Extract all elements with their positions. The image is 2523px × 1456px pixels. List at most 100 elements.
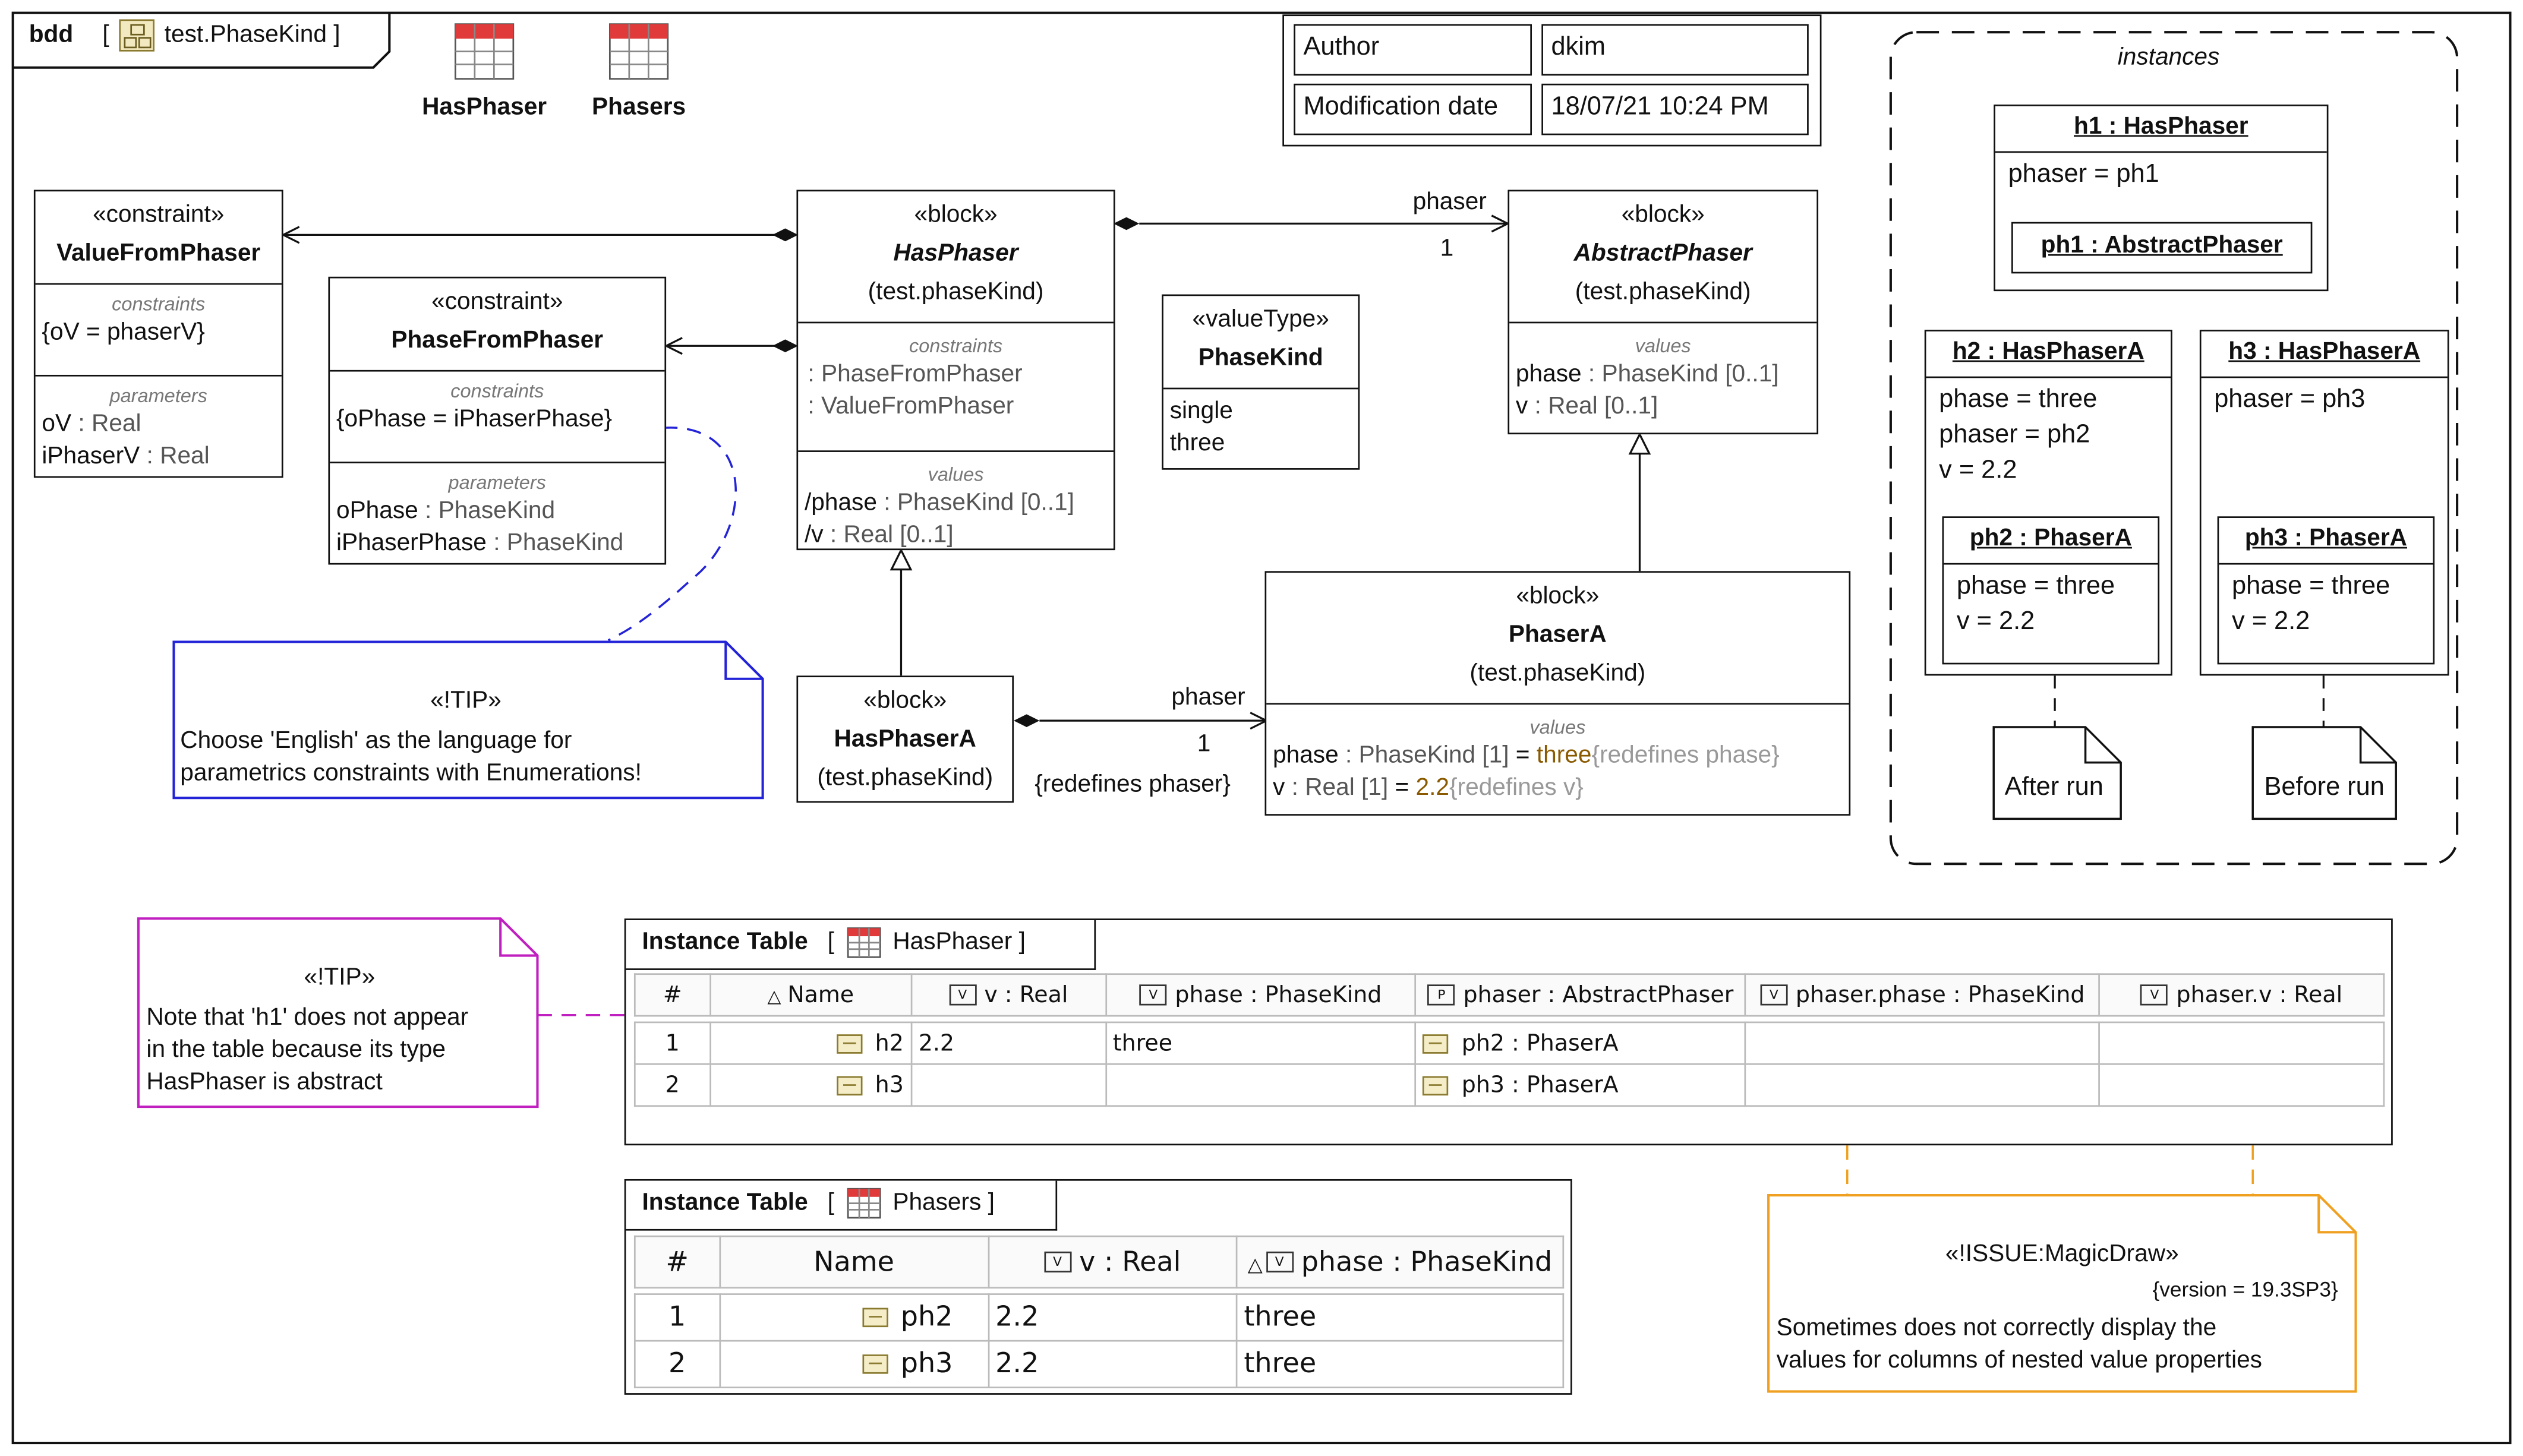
- assoc-role-phaser: phaser: [1412, 188, 1487, 216]
- nested-instance-ph3[interactable]: ph3 : PhaserA phase = three v = 2.2: [2217, 516, 2435, 665]
- table-cell[interactable]: 2.2: [987, 1293, 1238, 1342]
- frame-tab-border: [12, 12, 391, 69]
- value-property-icon: V: [2140, 984, 2168, 1006]
- part-property-icon: P: [1427, 984, 1455, 1006]
- constraint-valuefromphaser[interactable]: «constraint» ValueFromPhaser constraints…: [33, 189, 283, 478]
- nested-instance-ph2[interactable]: ph2 : PhaserA phase = three v = 2.2: [1942, 516, 2160, 665]
- table-cell[interactable]: 2: [633, 1340, 721, 1389]
- table-row: 1 h2 2.2 three ph2 : PhaserA: [633, 1021, 2385, 1065]
- table-cell[interactable]: 2.2: [910, 1021, 1106, 1065]
- block-phasera[interactable]: «block» PhaserA (test.phaseKind) values …: [1264, 571, 1851, 816]
- compartment-label: constraints: [450, 380, 544, 402]
- constraint-property: : PhaseFromPhaser: [808, 360, 1023, 388]
- table-cell[interactable]: ph3 : PhaserA: [1415, 1063, 1746, 1107]
- table-cell[interactable]: [2098, 1021, 2385, 1065]
- compartment-label: parameters: [109, 384, 207, 408]
- table-cell[interactable]: 1: [633, 1293, 721, 1342]
- instance-h1[interactable]: h1 : HasPhaser phaser = ph1 ph1 : Abstra…: [1994, 105, 2329, 292]
- table-icon-phasers[interactable]: Phasers: [566, 23, 711, 124]
- arrow-head-phaser: [1491, 214, 1510, 233]
- value-property-icon: V: [1266, 1251, 1294, 1273]
- composite-diamond-valuefromphaser: [772, 228, 799, 242]
- note-line: HasPhaser is abstract: [146, 1068, 383, 1096]
- table-row: 2 ph3 2.2 three: [633, 1340, 1565, 1389]
- tip2-note-shape: [137, 917, 539, 1108]
- instance-icon: [1423, 1033, 1449, 1053]
- issue-note-magicdraw: «!ISSUE:MagicDraw» {version = 19.3SP3} S…: [1777, 1239, 2348, 1377]
- table-cell[interactable]: [1745, 1063, 2101, 1107]
- note-stereotype: «!TIP»: [304, 964, 376, 991]
- constraint-expression: {oV = phaserV}: [42, 318, 205, 346]
- instance-slot: v = 2.2: [2231, 608, 2310, 636]
- block-package: (test.phaseKind): [1469, 659, 1646, 687]
- generalization-triangle-hasphasera: [890, 548, 913, 571]
- instance-h2[interactable]: h2 : HasPhaserA phase = three phaser = p…: [1924, 330, 2172, 676]
- table-cell[interactable]: ph2: [718, 1293, 989, 1342]
- instance-h3[interactable]: h3 : HasPhaserA phaser = ph3 ph3 : Phase…: [2199, 330, 2449, 676]
- table-cell[interactable]: 2: [633, 1063, 711, 1107]
- block-hasphasera[interactable]: «block» HasPhaserA (test.phaseKind): [796, 675, 1014, 803]
- table-cell[interactable]: three: [1105, 1021, 1417, 1065]
- note-line: Sometimes does not correctly display the: [1776, 1314, 2217, 1342]
- block-name: PhaserA: [1508, 621, 1607, 649]
- constraint-phasefromphaser[interactable]: «constraint» PhaseFromPhaser constraints…: [328, 276, 667, 565]
- table-row: 2 h3 ph3 : PhaserA: [633, 1063, 2385, 1107]
- column-header-name[interactable]: Name: [718, 1235, 989, 1289]
- column-header[interactable]: #: [633, 1235, 721, 1289]
- instance-title: h1 : HasPhaser: [2074, 112, 2248, 140]
- assoc-mult-phaser-a: 1: [1197, 730, 1211, 758]
- table-cell[interactable]: h2: [709, 1021, 912, 1065]
- block-abstractphaser[interactable]: «block» AbstractPhaser (test.phaseKind) …: [1508, 189, 1819, 435]
- table-cell[interactable]: [910, 1063, 1106, 1107]
- stereotype: «valueType»: [1192, 305, 1329, 333]
- date-label: Modification date: [1294, 83, 1532, 135]
- metadata-box: Author dkim Modification date 18/07/21 1…: [1282, 14, 1822, 147]
- block-hasphaser[interactable]: «block» HasPhaser (test.phaseKind) const…: [796, 189, 1115, 551]
- column-header[interactable]: #: [633, 973, 711, 1017]
- table-cell[interactable]: three: [1235, 1340, 1565, 1389]
- table-icon-hasphaser[interactable]: HasPhaser: [412, 23, 557, 124]
- table-cell[interactable]: 2.2: [987, 1340, 1238, 1389]
- table-icon: [846, 1187, 881, 1219]
- assoc-mult-phaser: 1: [1440, 235, 1454, 263]
- table-cell[interactable]: 1: [633, 1021, 711, 1065]
- valuetype-phasekind[interactable]: «valueType» PhaseKind single three: [1162, 294, 1360, 470]
- tip-note-enumerations: «!TIP» Choose 'English' as the language …: [180, 686, 751, 790]
- block-name: PhaseKind: [1198, 344, 1323, 372]
- stereotype: «block»: [1621, 201, 1705, 229]
- value-property: phase : PhaseKind [1] = three{redefines …: [1273, 741, 1780, 769]
- table-cell[interactable]: ph2 : PhaserA: [1415, 1021, 1746, 1065]
- table-cell[interactable]: [1105, 1063, 1417, 1107]
- table-cell[interactable]: three: [1235, 1293, 1565, 1342]
- table-cell[interactable]: h3: [709, 1063, 912, 1107]
- stereotype: «block»: [1516, 582, 1600, 610]
- column-header-name[interactable]: △Name: [709, 973, 912, 1017]
- frame-kind: bdd: [29, 21, 74, 49]
- table-icon-label: HasPhaser: [422, 93, 547, 121]
- composite-diamond-phasefromphaser: [772, 339, 799, 353]
- table-cell[interactable]: ph3: [718, 1340, 989, 1389]
- block-name: HasPhaserA: [834, 725, 976, 753]
- table-cell[interactable]: [2098, 1063, 2385, 1107]
- instance-slot: phase = three: [1939, 386, 2098, 413]
- note-stereotype: «!TIP»: [430, 687, 502, 715]
- package-icon: [119, 19, 155, 52]
- nested-instance-ph1[interactable]: ph1 : AbstractPhaser: [2011, 222, 2313, 274]
- table-cell[interactable]: [1745, 1021, 2101, 1065]
- compartment-label: constraints: [112, 292, 206, 315]
- block-package: (test.phaseKind): [817, 764, 994, 792]
- table-row: 1 ph2 2.2 three: [633, 1293, 1565, 1342]
- block-name: ValueFromPhaser: [56, 239, 261, 267]
- instance-slot: v = 2.2: [1939, 457, 2017, 485]
- value-property: /v : Real [0..1]: [805, 521, 954, 549]
